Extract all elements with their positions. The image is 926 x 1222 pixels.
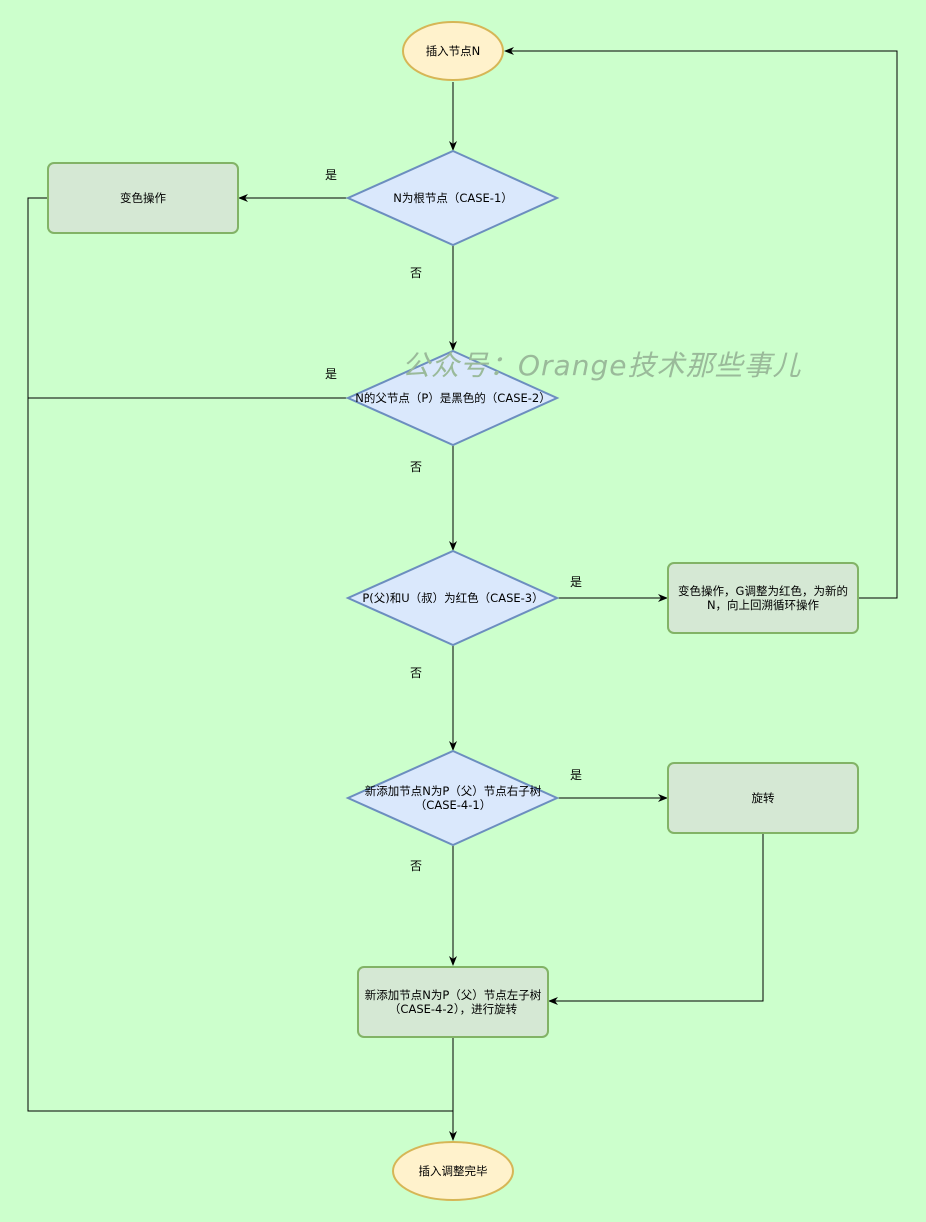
process-p3 — [667, 562, 859, 634]
start-terminal — [402, 21, 504, 81]
decision-d1 — [345, 149, 560, 247]
edges — [27, 47, 898, 1141]
edge-p3-start-loop — [504, 47, 898, 599]
edge-label-no-d1: 否 — [410, 266, 423, 280]
edge-label-no-d2: 否 — [410, 460, 423, 474]
edge-label-yes-d2: 是 — [325, 367, 338, 381]
edge-label-yes-d4: 是 — [570, 768, 583, 782]
decision-d3 — [345, 549, 560, 647]
edge-p4-p5 — [548, 833, 764, 1005]
shapes — [47, 21, 859, 1201]
process-p1 — [47, 162, 239, 234]
watermark-text: 公众号：Orange技术那些事儿 — [402, 349, 802, 382]
decision-d4 — [345, 749, 560, 847]
process-p5 — [357, 966, 549, 1038]
decision-d2 — [345, 349, 560, 447]
edge-label-no-d4: 否 — [410, 859, 423, 873]
end-terminal — [392, 1141, 514, 1201]
edge-p1-end — [27, 197, 453, 1112]
edge-label-yes-d3: 是 — [570, 575, 583, 589]
edge-label-no-d3: 否 — [410, 666, 423, 680]
process-p4 — [667, 762, 859, 834]
edge-label-yes-d1: 是 — [325, 168, 338, 182]
